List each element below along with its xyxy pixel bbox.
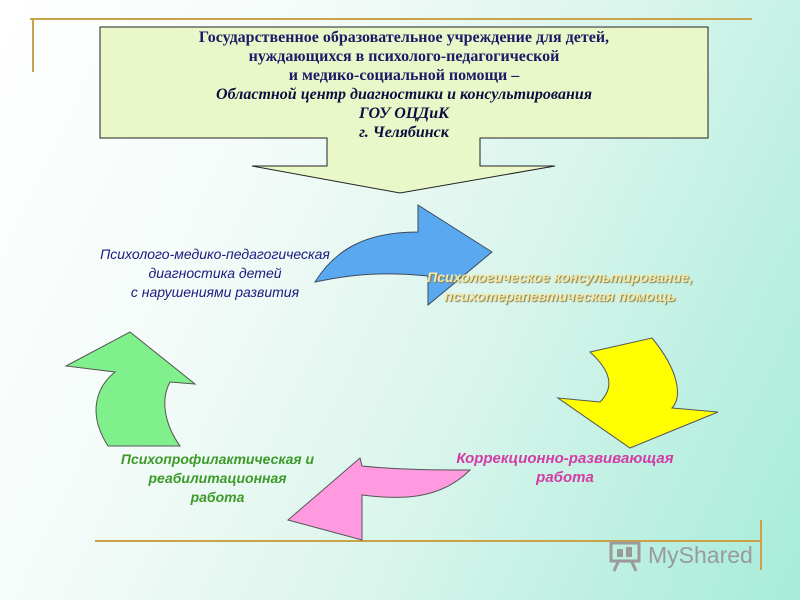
correction-label: Коррекционно-развивающая работа bbox=[420, 449, 710, 487]
diagnostics-line-3: с нарушениями развития bbox=[130, 284, 300, 300]
header-line-3: и медико-социальной помощи – bbox=[288, 67, 520, 84]
consulting-line-2: психотерапевтическая помощь bbox=[444, 288, 676, 304]
header-line-5: ГОУ ОЦДиК bbox=[359, 105, 449, 122]
diagnostics-label: Психолого-медико-педагогическая диагност… bbox=[70, 245, 360, 302]
prophylaxis-line-2: реабилитационная bbox=[148, 470, 287, 486]
prophylaxis-line-1: Психопрофилактическая и bbox=[120, 451, 315, 467]
correction-line-2: работа bbox=[536, 469, 594, 486]
presentation-board-icon bbox=[609, 541, 641, 572]
left-gold-line bbox=[32, 18, 34, 72]
header-line-1: Государственное образовательное учрежден… bbox=[198, 29, 610, 46]
bottom-gold-line bbox=[95, 540, 760, 542]
blue-curved-arrow bbox=[313, 204, 493, 307]
diagnostics-line-2: диагностика детей bbox=[148, 265, 282, 281]
prophylaxis-line-3: работа bbox=[190, 489, 245, 505]
header-title: Государственное образовательное учрежден… bbox=[100, 28, 708, 142]
header-line-4: Областной центр диагностики и консультир… bbox=[216, 86, 592, 103]
right-gold-line bbox=[760, 520, 762, 570]
green-curved-arrow bbox=[64, 331, 197, 447]
correction-line-1: Коррекционно-развивающая bbox=[456, 450, 674, 467]
diagnostics-line-1: Психолого-медико-педагогическая bbox=[100, 246, 330, 262]
consulting-label: Психологическое консультирование, психот… bbox=[395, 268, 725, 306]
myshared-watermark: MyShared bbox=[608, 538, 778, 574]
watermark-text: MyShared bbox=[648, 542, 753, 568]
consulting-line-1: Психологическое консультирование, bbox=[427, 269, 693, 285]
header-callout-arrow bbox=[99, 26, 709, 194]
top-gold-line bbox=[30, 18, 752, 20]
header-line-2: нуждающихся в психолого-педагогической bbox=[248, 48, 560, 65]
pink-curved-arrow bbox=[286, 457, 472, 541]
yellow-curved-arrow bbox=[556, 337, 719, 449]
header-line-6: г. Челябинск bbox=[359, 124, 449, 141]
prophylaxis-label: Психопрофилактическая и реабилитационная… bbox=[85, 450, 350, 507]
